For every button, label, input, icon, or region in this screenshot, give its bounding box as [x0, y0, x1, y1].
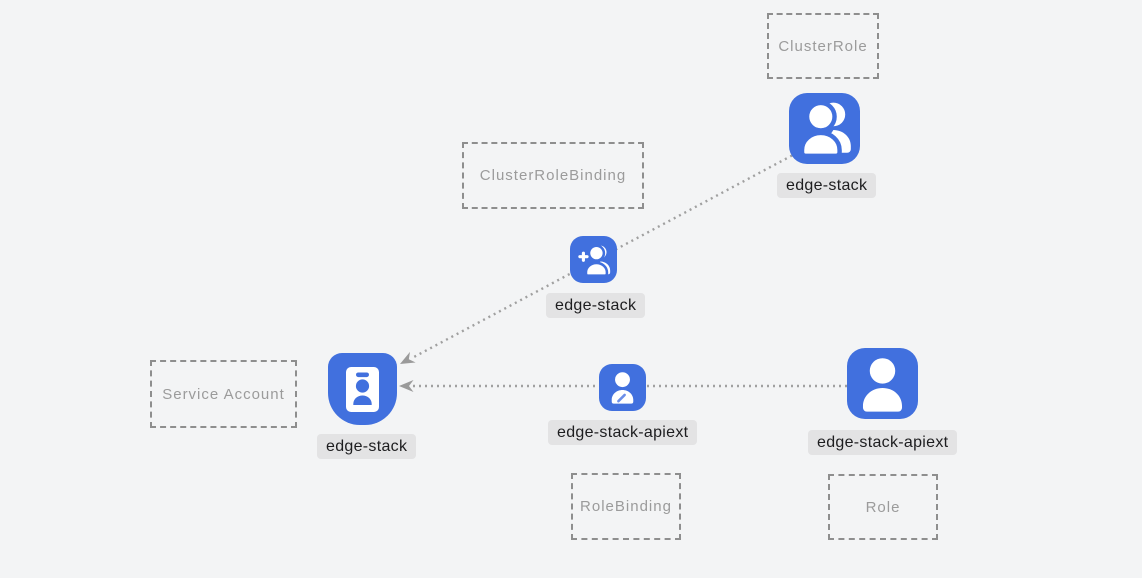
arrowhead-icon: [399, 380, 414, 392]
node-clusterrolebinding-edge-stack[interactable]: [570, 236, 617, 283]
user-add-icon: [578, 244, 611, 277]
node-label: edge-stack: [317, 434, 417, 459]
node-label: edge-stack-apiext: [548, 420, 698, 445]
type-box-label: Service Account: [162, 385, 285, 403]
users-icon: [799, 100, 851, 159]
type-box-role: Role: [828, 474, 938, 540]
node-role-edge-stack-apiext[interactable]: [847, 348, 918, 419]
user-edit-icon: [611, 372, 634, 404]
node-label: edge-stack: [777, 173, 877, 198]
type-box-label: Role: [865, 498, 901, 516]
type-box-clusterrolebinding: ClusterRoleBinding: [462, 142, 644, 209]
user-icon: [862, 358, 903, 412]
type-box-label: ClusterRoleBinding: [479, 167, 627, 184]
id-badge-icon: [346, 367, 379, 412]
type-box-clusterrole: ClusterRole: [767, 13, 879, 79]
node-label: edge-stack-apiext: [808, 430, 958, 455]
type-box-serviceaccount: Service Account: [150, 360, 297, 428]
type-box-rolebinding: RoleBinding: [571, 473, 681, 540]
type-box-label: ClusterRole: [778, 37, 868, 55]
node-serviceaccount-edge-stack[interactable]: [328, 353, 397, 425]
type-box-label: RoleBinding: [580, 498, 672, 515]
arrowhead-icon: [400, 351, 416, 364]
node-label: edge-stack: [546, 293, 646, 318]
node-rolebinding-edge-stack-apiext[interactable]: [599, 364, 646, 411]
node-clusterrole-edge-stack[interactable]: [789, 93, 860, 164]
